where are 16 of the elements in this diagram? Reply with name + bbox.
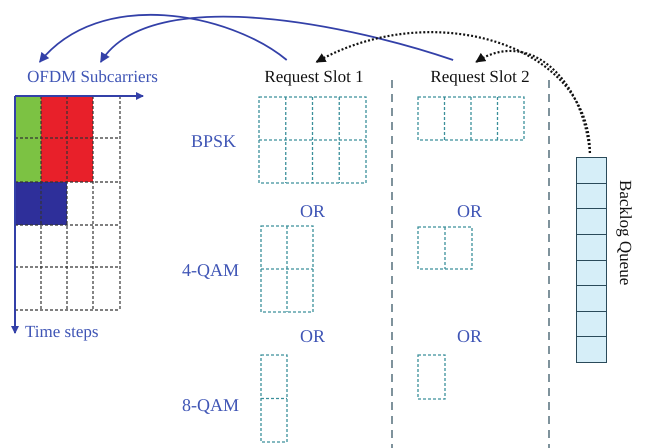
slot-title: Request Slot 2 — [430, 66, 530, 88]
slot-title: OFDM Subcarriers — [27, 66, 158, 88]
text-label: OR — [300, 200, 326, 223]
queue-bar — [576, 157, 607, 363]
text-label: OR — [457, 325, 482, 348]
text-label: OR — [457, 200, 482, 223]
arrow — [39, 14, 288, 63]
text-label: 8-QAM — [182, 394, 239, 417]
text-label: 4-QAM — [182, 259, 239, 282]
arrow — [100, 16, 454, 63]
arrow — [475, 50, 592, 154]
text-label: BPSK — [191, 130, 236, 153]
text-label: Time steps — [25, 321, 99, 343]
text-label: OR — [300, 325, 326, 348]
queue-label: Backlog Queue — [615, 180, 636, 288]
slot-title: Request Slot 1 — [264, 66, 364, 88]
